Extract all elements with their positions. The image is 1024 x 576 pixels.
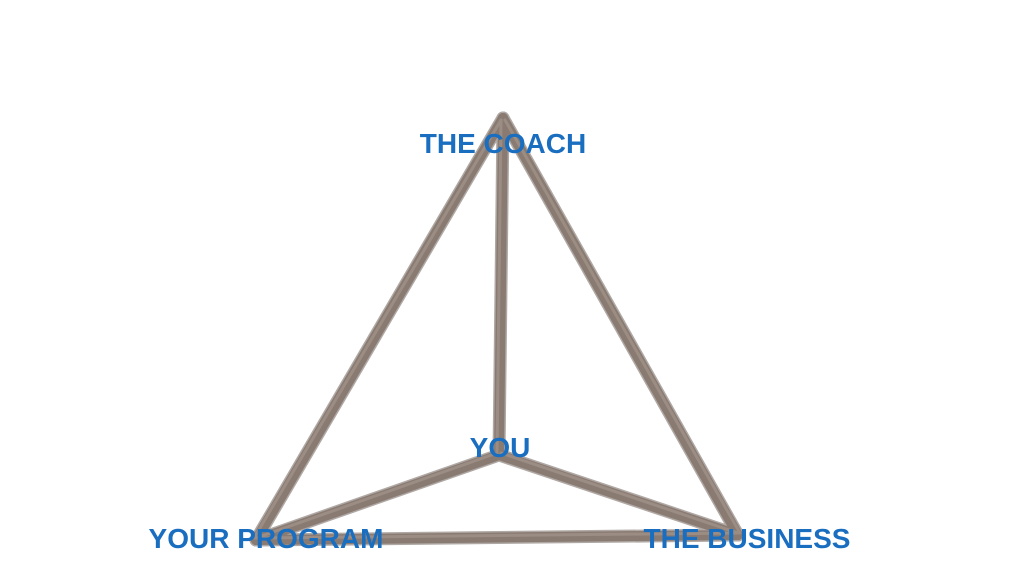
node-label-you: YOU <box>469 432 531 463</box>
node-label-coach: THE COACH <box>419 128 587 159</box>
node-label-business: THE BUSINESS <box>643 523 851 554</box>
node-label-program: YOUR PROGRAM <box>148 523 384 554</box>
